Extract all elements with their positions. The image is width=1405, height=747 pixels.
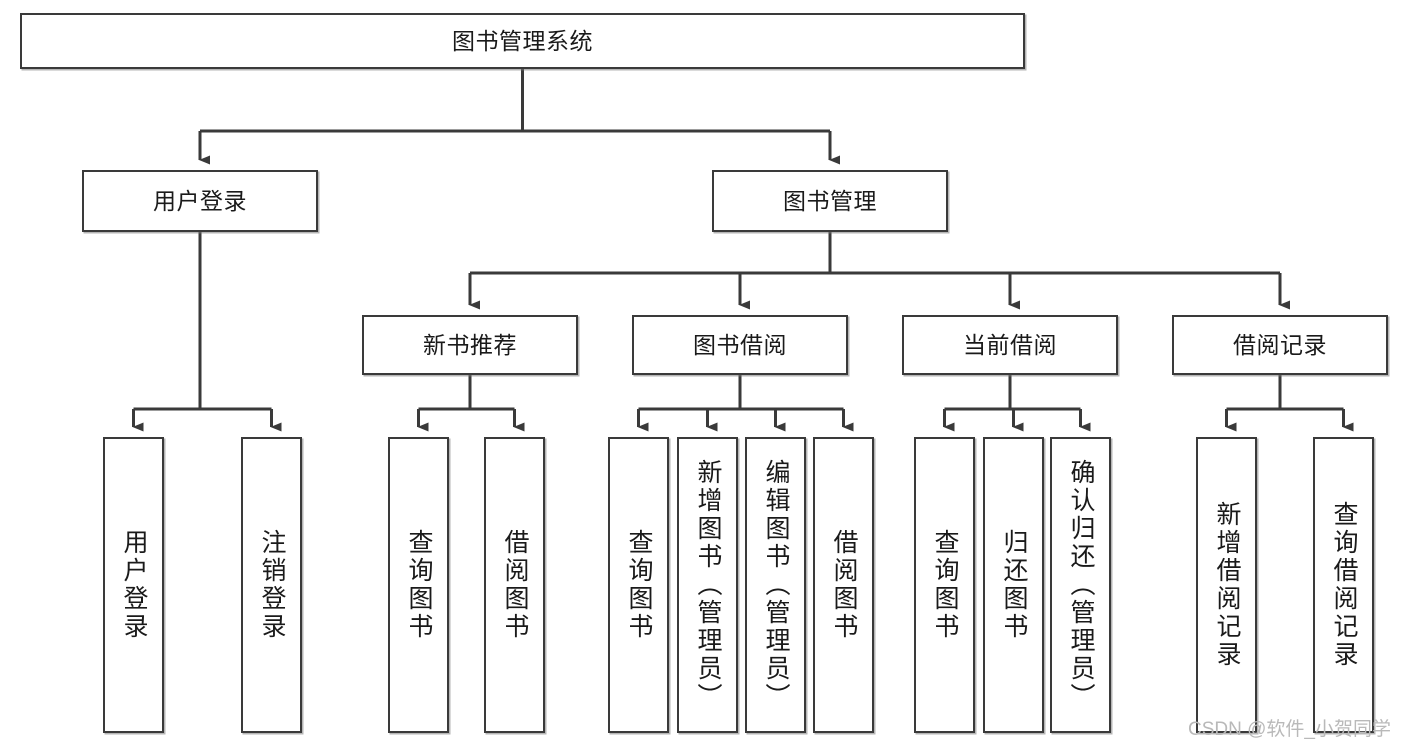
leaf-add-borrow-record-label: 新增借阅记录 xyxy=(1213,501,1241,669)
node-root-label: 图书管理系统 xyxy=(452,27,593,54)
leaf-query-book-current[interactable]: 查询图书 xyxy=(914,437,975,733)
leaf-confirm-return-admin-label: 确认归还（管理员） xyxy=(1067,459,1095,711)
node-borrow-record[interactable]: 借阅记录 xyxy=(1172,315,1388,375)
leaf-edit-book-admin[interactable]: 编辑图书（管理员） xyxy=(745,437,806,733)
node-book-management[interactable]: 图书管理 xyxy=(712,170,948,232)
leaf-query-borrow-record-label: 查询借阅记录 xyxy=(1330,501,1358,669)
leaf-confirm-return-admin[interactable]: 确认归还（管理员） xyxy=(1050,437,1111,733)
node-current-borrow[interactable]: 当前借阅 xyxy=(902,315,1118,375)
leaf-logout-label: 注销登录 xyxy=(258,529,286,641)
node-root[interactable]: 图书管理系统 xyxy=(20,13,1025,69)
node-current-borrow-label: 当前借阅 xyxy=(963,331,1057,358)
leaf-borrow-book-recommend[interactable]: 借阅图书 xyxy=(484,437,545,733)
watermark-text: CSDN @软件_小贺同学 xyxy=(1188,719,1391,740)
leaf-query-book-current-label: 查询图书 xyxy=(931,529,959,641)
leaf-return-book[interactable]: 归还图书 xyxy=(983,437,1044,733)
leaf-add-book-admin[interactable]: 新增图书（管理员） xyxy=(677,437,738,733)
node-book-borrow-label: 图书借阅 xyxy=(693,331,787,358)
leaf-edit-book-admin-label: 编辑图书（管理员） xyxy=(762,459,790,711)
node-user-login[interactable]: 用户登录 xyxy=(82,170,318,232)
leaf-user-login[interactable]: 用户登录 xyxy=(103,437,164,733)
leaf-logout[interactable]: 注销登录 xyxy=(241,437,302,733)
leaf-query-book[interactable]: 查询图书 xyxy=(608,437,669,733)
leaf-add-borrow-record[interactable]: 新增借阅记录 xyxy=(1196,437,1257,733)
leaf-borrow-book-label: 借阅图书 xyxy=(830,529,858,641)
node-user-login-label: 用户登录 xyxy=(153,187,247,214)
leaf-query-borrow-record[interactable]: 查询借阅记录 xyxy=(1313,437,1374,733)
leaf-borrow-book-recommend-label: 借阅图书 xyxy=(501,529,529,641)
leaf-user-login-label: 用户登录 xyxy=(120,529,148,641)
leaf-add-book-admin-label: 新增图书（管理员） xyxy=(694,459,722,711)
node-new-book-recommend-label: 新书推荐 xyxy=(423,331,517,358)
leaf-borrow-book[interactable]: 借阅图书 xyxy=(813,437,874,733)
leaf-query-book-recommend-label: 查询图书 xyxy=(405,529,433,641)
node-new-book-recommend[interactable]: 新书推荐 xyxy=(362,315,578,375)
leaf-query-book-recommend[interactable]: 查询图书 xyxy=(388,437,449,733)
node-book-management-label: 图书管理 xyxy=(783,187,877,214)
node-book-borrow[interactable]: 图书借阅 xyxy=(632,315,848,375)
leaf-query-book-label: 查询图书 xyxy=(625,529,653,641)
node-borrow-record-label: 借阅记录 xyxy=(1233,331,1327,358)
leaf-return-book-label: 归还图书 xyxy=(1000,529,1028,641)
